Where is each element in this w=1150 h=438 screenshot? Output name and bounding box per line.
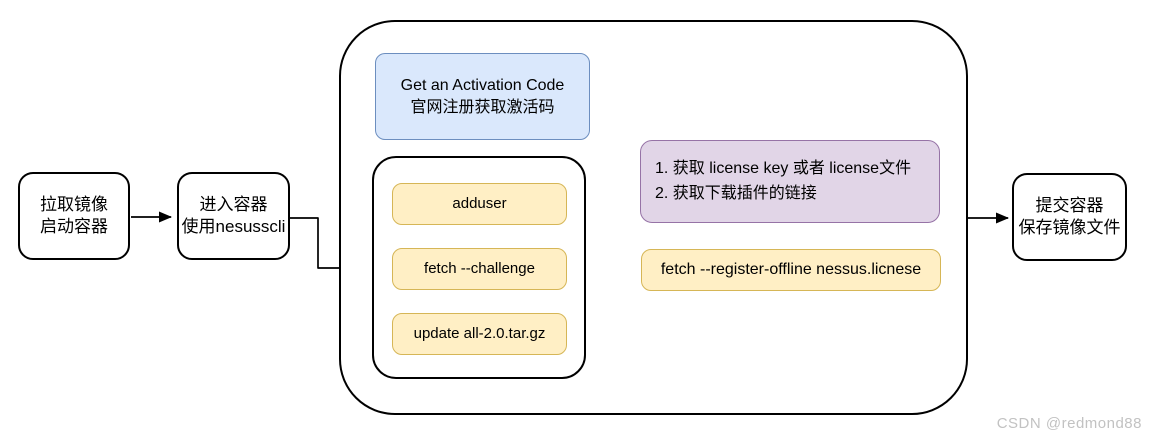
node-license-info-line2: 2. 获取下载插件的链接 xyxy=(655,184,817,202)
node-enter-container: 进入容器 使用nesusscli xyxy=(177,172,290,260)
node-cmd-adduser: adduser xyxy=(392,183,567,225)
node-cmd-register-offline-label: fetch --register-offline nessus.licnese xyxy=(660,261,922,279)
node-cmd-update-label: update all-2.0.tar.gz xyxy=(413,325,546,343)
node-cmd-fetch-challenge-label: fetch --challenge xyxy=(424,260,535,278)
node-enter-container-line2: 使用nesusscli xyxy=(181,217,286,236)
node-pull-image-line2: 启动容器 xyxy=(40,217,108,236)
node-license-info: 1. 获取 license key 或者 license文件 2. 获取下载插件… xyxy=(640,140,940,223)
node-activation-code-line2: 官网注册获取激活码 xyxy=(410,98,555,116)
watermark: CSDN @redmond88 xyxy=(996,415,1142,432)
node-commit-container-line1: 提交容器 xyxy=(1035,195,1104,215)
node-license-info-line1: 1. 获取 license key 或者 license文件 xyxy=(655,159,912,177)
node-activation-code: Get an Activation Code 官网注册获取激活码 xyxy=(375,53,590,140)
node-cmd-fetch-challenge: fetch --challenge xyxy=(392,248,567,290)
node-cmd-update: update all-2.0.tar.gz xyxy=(392,313,567,355)
node-pull-image: 拉取镜像 启动容器 xyxy=(18,172,130,260)
node-pull-image-line1: 拉取镜像 xyxy=(40,194,108,214)
node-cmd-adduser-label: adduser xyxy=(452,195,507,213)
node-cmd-register-offline: fetch --register-offline nessus.licnese xyxy=(641,249,941,291)
node-commit-container-line2: 保存镜像文件 xyxy=(1018,218,1121,237)
node-enter-container-line1: 进入容器 xyxy=(199,194,268,214)
node-activation-code-line1: Get an Activation Code xyxy=(400,77,565,95)
node-commit-container: 提交容器 保存镜像文件 xyxy=(1012,173,1127,261)
